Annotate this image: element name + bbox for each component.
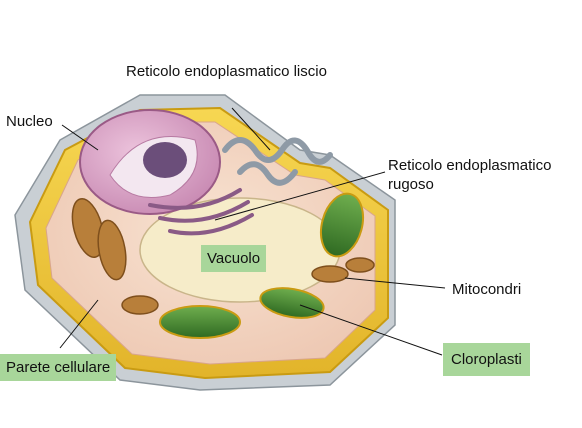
label-mitochondria: Mitocondri bbox=[452, 281, 522, 298]
leader-lines bbox=[59, 107, 446, 356]
label-smooth-er: Reticolo endoplasmatico liscio bbox=[126, 63, 327, 80]
mitochondria-left bbox=[71, 198, 127, 281]
label-cell-wall: Parete cellulare bbox=[0, 354, 117, 381]
smooth-er bbox=[222, 137, 333, 186]
nucleolus bbox=[143, 142, 187, 178]
label-nucleus: Nucleo bbox=[6, 113, 53, 130]
label-vacuole: Vacuolo bbox=[201, 245, 267, 272]
label-rough-er: Reticolo endoplasmatico rugoso bbox=[388, 157, 552, 193]
mitochondria-small bbox=[121, 257, 375, 315]
chloroplasts bbox=[159, 192, 365, 339]
rough-er bbox=[148, 188, 254, 236]
label-chloroplasts: Cloroplasti bbox=[443, 343, 530, 376]
nucleus-shape bbox=[79, 109, 221, 215]
